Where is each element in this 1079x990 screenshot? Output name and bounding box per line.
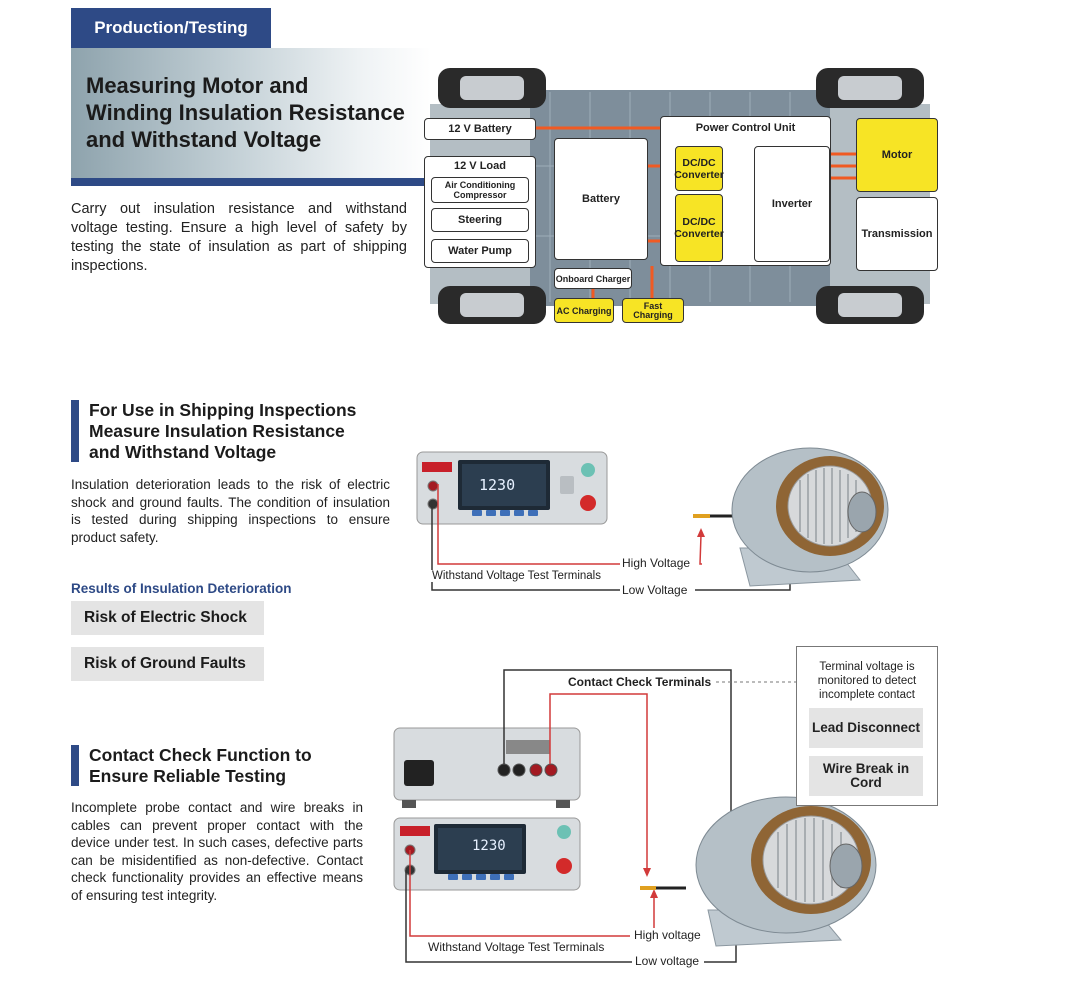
contact-check-terminals-label: Contact Check Terminals (566, 675, 714, 689)
page-title: Measuring Motor and Winding Insulation R… (86, 72, 426, 153)
inverter-box: Inverter (754, 146, 830, 262)
wire-break-badge: Wire Break in Cord (809, 756, 923, 796)
load-item-steering: Steering (431, 208, 529, 232)
vehicle-diagram: 12 V Battery 12 V Load Air Conditioning … (420, 66, 942, 328)
transmission-box: Transmission (856, 197, 938, 271)
high-voltage-label: High voltage (632, 928, 703, 942)
results-heading: Results of Insulation Deterioration (71, 581, 292, 596)
load-item-ac: Air Conditioning Compressor (431, 177, 529, 203)
terminals-label: Withstand Voltage Test Terminals (430, 570, 603, 582)
load-12v-title: 12 V Load (454, 160, 506, 172)
title-line: Measure Insulation Resistance (89, 421, 345, 441)
tester-device-front (416, 451, 608, 525)
dcdc-converter-box: DC/DC Converter (674, 194, 724, 262)
battery-12v-box: 12 V Battery (424, 118, 536, 140)
section-tag: Production/Testing (71, 8, 271, 48)
section-accent-bar (71, 745, 79, 786)
hero-banner (71, 48, 431, 186)
tester-device-rear (393, 727, 581, 808)
high-voltage-label: High Voltage (620, 556, 693, 570)
terminals-label: Withstand Voltage Test Terminals (426, 940, 607, 954)
insulation-test-diagram (416, 447, 889, 591)
risk-badge: Risk of Electric Shock (71, 601, 264, 635)
section-title: Contact Check Function to Ensure Reliabl… (89, 745, 389, 787)
title-rule (71, 178, 431, 186)
ac-charging-box: AC Charging (554, 298, 614, 323)
title-line: Ensure Reliable Testing (89, 766, 287, 786)
section-paragraph: Incomplete probe contact and wire breaks… (71, 800, 363, 903)
tester-device-front (393, 817, 581, 891)
contact-check-note: Terminal voltage is monitored to detect … (817, 661, 917, 701)
motor-box: Motor (856, 118, 938, 192)
title-line: Contact Check Function to (89, 745, 312, 765)
title-line: and Withstand Voltage (86, 127, 322, 152)
section-paragraph: Insulation deterioration leads to the ri… (71, 477, 390, 545)
motor-illustration (695, 796, 877, 947)
intro-paragraph: Carry out insulation resistance and with… (71, 201, 407, 274)
load-item-water-pump: Water Pump (431, 239, 529, 263)
onboard-charger-box: Onboard Charger (554, 268, 632, 289)
fast-charging-box: Fast Charging (622, 298, 684, 323)
title-line: Measuring Motor and (86, 73, 309, 98)
dcdc-converter-box: DC/DC Converter (674, 146, 724, 191)
low-voltage-label: Low Voltage (620, 583, 690, 597)
contact-check-diagram (393, 669, 877, 963)
risk-badge: Risk of Ground Faults (71, 647, 264, 681)
section-title: For Use in Shipping Inspections Measure … (89, 400, 409, 463)
title-line: Winding Insulation Resistance (86, 100, 405, 125)
tester-display-value: 1230 (479, 476, 516, 494)
section-accent-bar (71, 400, 79, 462)
pcu-title: Power Control Unit (695, 122, 796, 134)
tester-display-value: 1230 (472, 838, 506, 854)
title-line: For Use in Shipping Inspections (89, 400, 357, 420)
title-line: and Withstand Voltage (89, 442, 277, 462)
battery-box: Battery (554, 138, 648, 260)
motor-illustration (731, 447, 889, 587)
low-voltage-label: Low voltage (633, 954, 702, 968)
lead-disconnect-badge: Lead Disconnect (809, 708, 923, 748)
